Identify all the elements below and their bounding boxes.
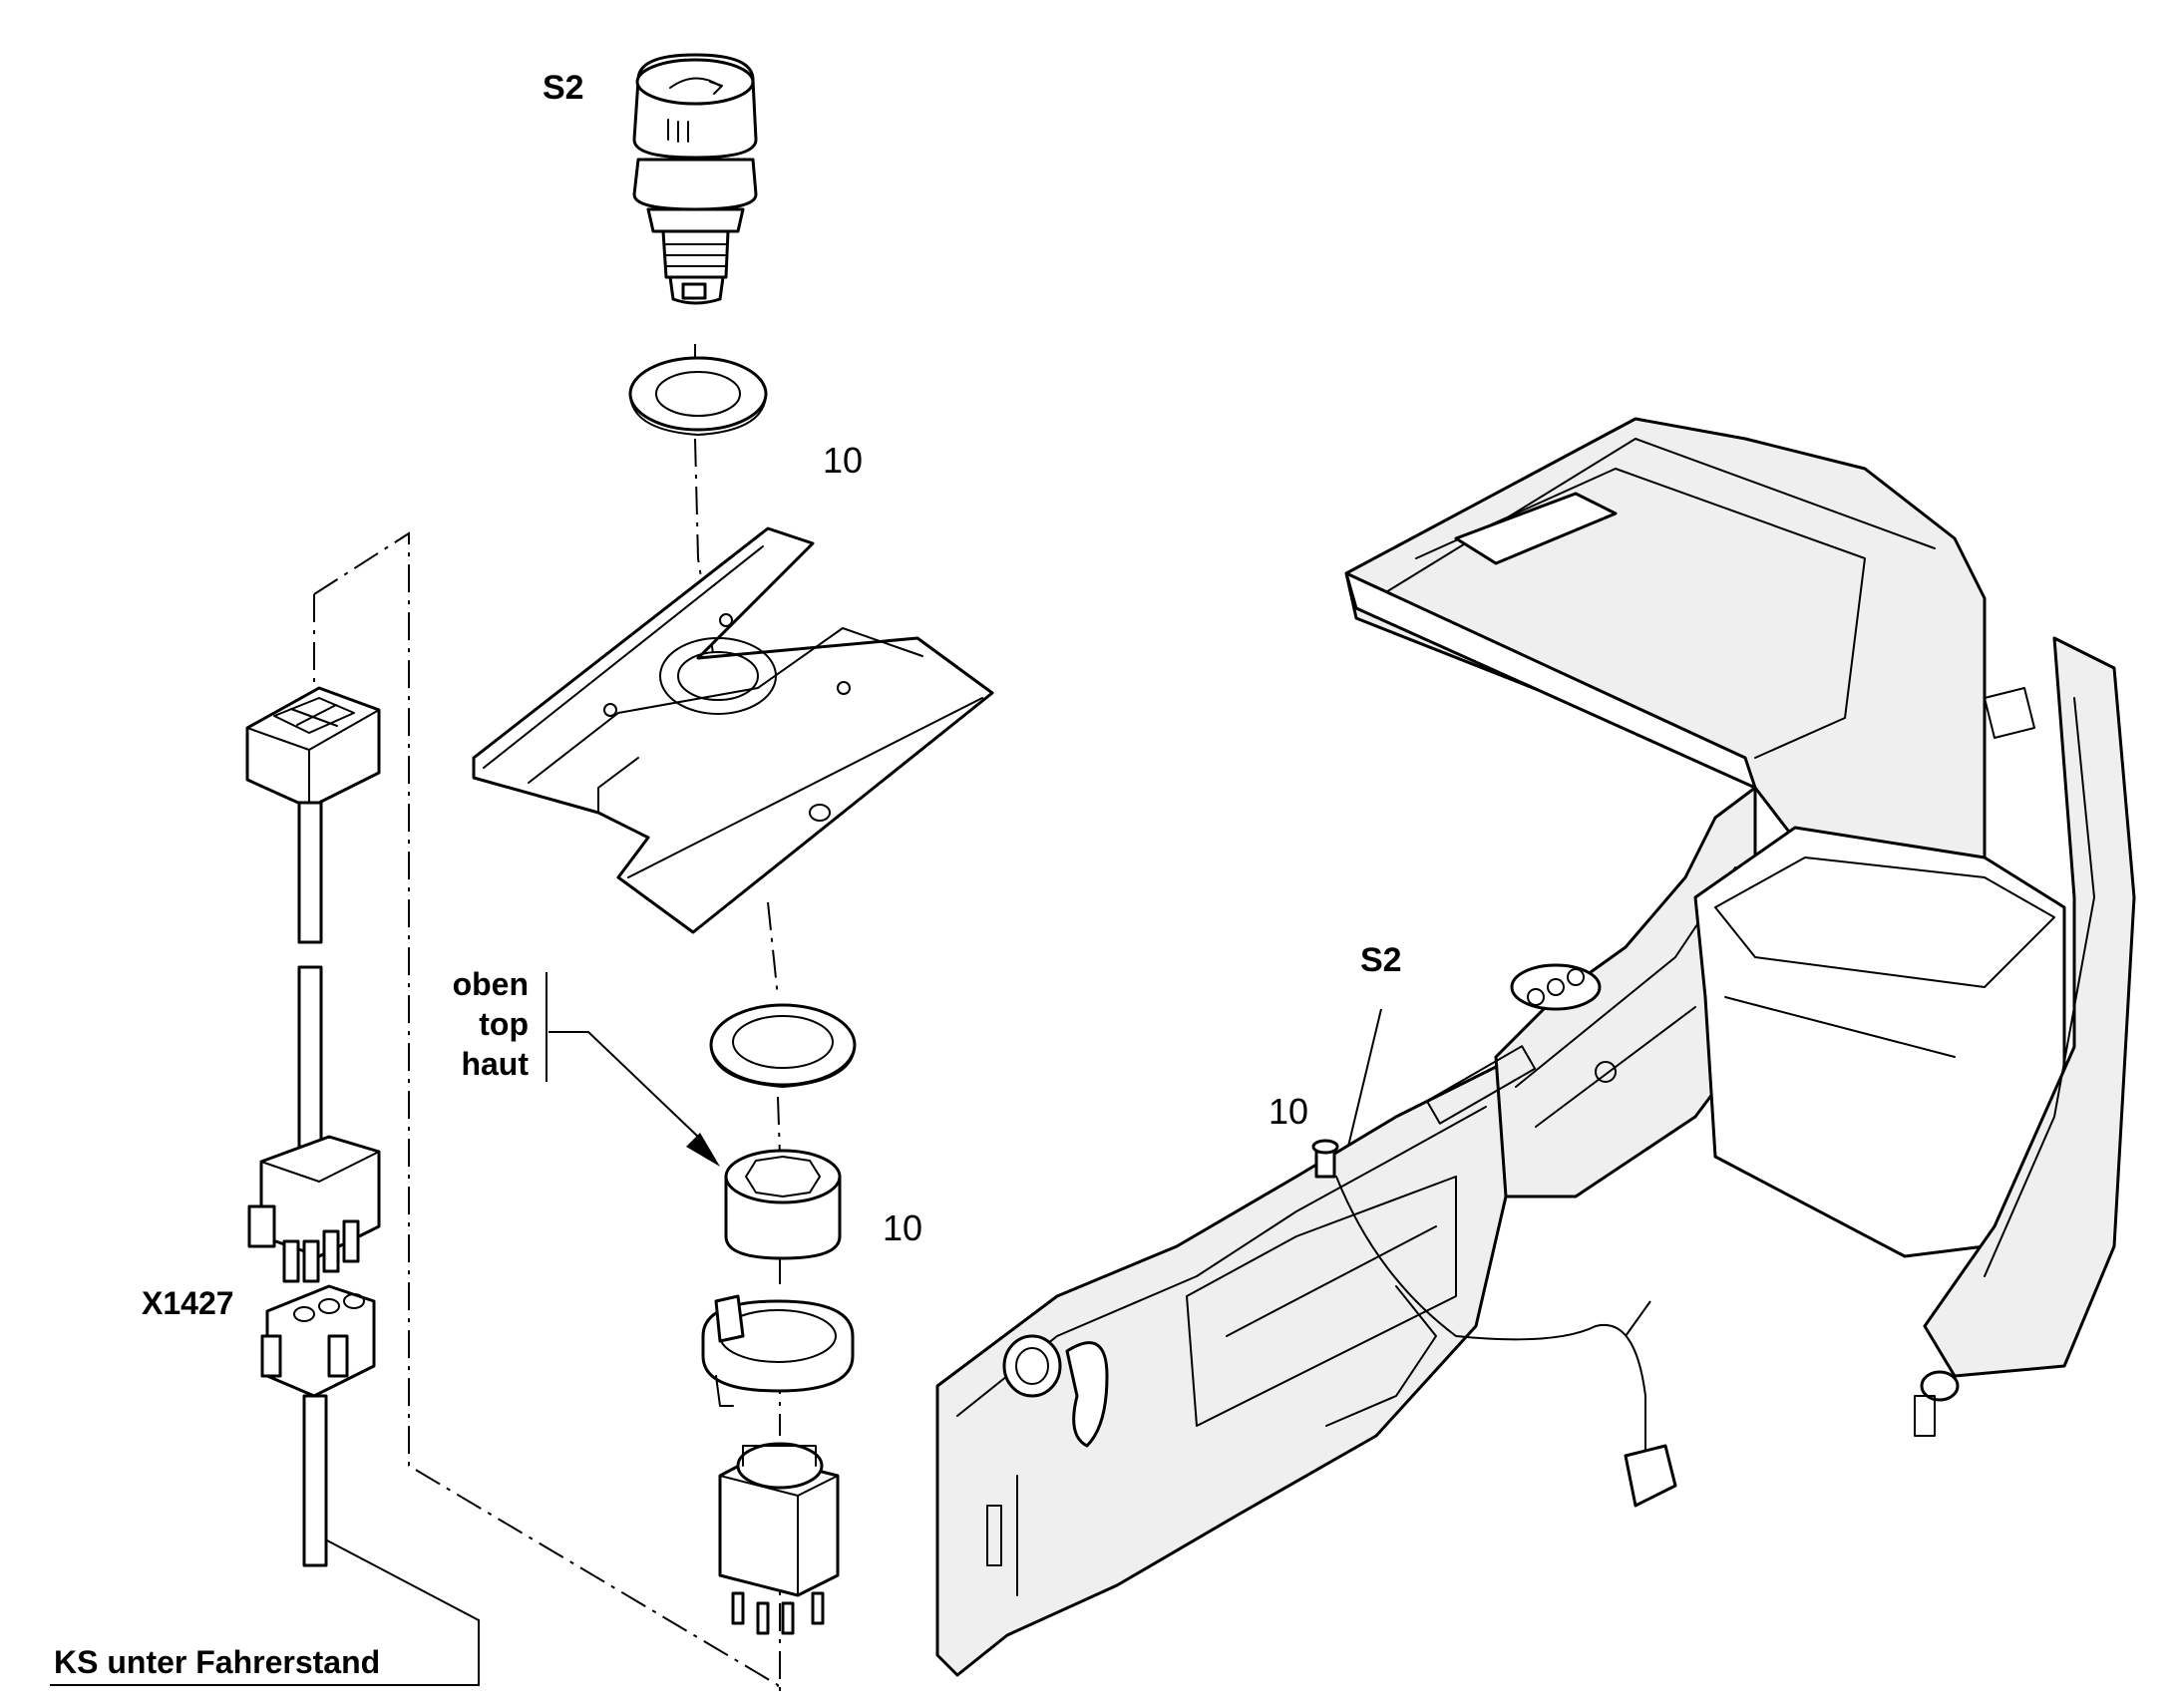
hex-nut	[724, 1149, 842, 1260]
label-orientation-top: top	[479, 1006, 529, 1042]
label-s2-right: S2	[1360, 941, 1402, 979]
push-button-switch	[632, 53, 758, 305]
label-ref-10-nut: 10	[883, 1207, 922, 1248]
label-footer-note: KS unter Fahrerstand	[54, 1644, 380, 1680]
connection-outline-left	[313, 531, 779, 1690]
connector-socket-x1427	[260, 1284, 376, 1567]
mounting-plate	[472, 526, 994, 934]
washer-upper	[628, 356, 768, 436]
switch-base-relay	[718, 1442, 840, 1635]
connector-cable-left	[245, 686, 381, 1283]
label-orientation-oben: oben	[453, 966, 529, 1002]
label-ref-10-washer: 10	[823, 440, 863, 481]
label-connector-x1427: X1427	[142, 1285, 234, 1321]
clamp-ring	[701, 1294, 855, 1407]
label-orientation-haut: haut	[461, 1046, 529, 1082]
washer-lower	[709, 1003, 857, 1088]
cab-console-assembly	[935, 417, 2136, 1677]
label-ref-10-machine: 10	[1269, 1091, 1308, 1132]
leader-lines	[50, 972, 1651, 1686]
label-s2-top: S2	[543, 69, 584, 107]
